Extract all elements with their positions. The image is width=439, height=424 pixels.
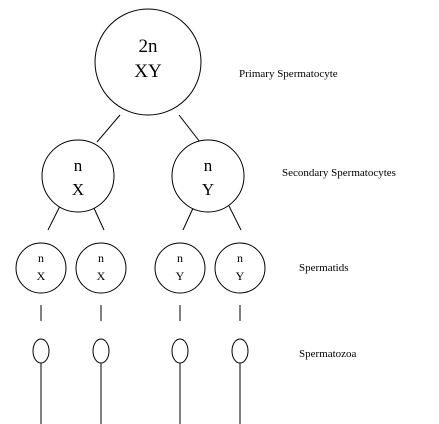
link-secondary-y-to-spermatid-3 bbox=[182, 205, 195, 231]
sperm-head bbox=[171, 338, 189, 364]
secondary-spermatocyte-circle bbox=[171, 139, 245, 213]
spermatid-circle bbox=[15, 242, 67, 294]
spermatid-ploidy: n bbox=[177, 251, 183, 265]
spermatid-4: n Y bbox=[214, 242, 266, 294]
spermatid-circle bbox=[75, 242, 127, 294]
link-primary-to-secondary-y bbox=[178, 114, 201, 143]
secondary-spermatocyte-x: n X bbox=[41, 139, 115, 213]
spermatid-chromosome: Y bbox=[176, 269, 185, 283]
secondary-ploidy: n bbox=[74, 156, 83, 175]
spermatozoon-2 bbox=[92, 338, 110, 424]
sperm-head bbox=[92, 338, 110, 364]
secondary-spermatocyte-y: n Y bbox=[171, 139, 245, 213]
label-spermatids: Spermatids bbox=[299, 262, 349, 274]
spermatozoon-1 bbox=[32, 338, 50, 424]
label-secondary-spermatocytes: Secondary Spermatocytes bbox=[282, 167, 396, 179]
spermatid-chromosome: X bbox=[37, 269, 46, 283]
primary-ploidy: 2n bbox=[139, 36, 159, 57]
primary-spermatocyte-circle bbox=[94, 8, 202, 116]
link-secondary-x-to-spermatid-2 bbox=[92, 205, 105, 231]
spermatid-ploidy: n bbox=[98, 251, 104, 265]
spermatozoon-3 bbox=[171, 338, 189, 424]
spermatid-ploidy: n bbox=[237, 251, 243, 265]
spermatid-2: n X bbox=[75, 242, 127, 294]
primary-chromosomes: XY bbox=[134, 61, 162, 82]
spermatozoon-4 bbox=[231, 338, 249, 424]
spermatid-circle bbox=[154, 242, 206, 294]
spermatid-chromosome: Y bbox=[236, 269, 245, 283]
label-spermatozoa: Spermatozoa bbox=[299, 348, 357, 360]
link-primary-to-secondary-x bbox=[96, 114, 121, 143]
spermatid-3: n Y bbox=[154, 242, 206, 294]
spermatid-circle bbox=[214, 242, 266, 294]
link-secondary-y-to-spermatid-4 bbox=[228, 205, 242, 231]
spermatid-ploidy: n bbox=[38, 251, 44, 265]
sperm-head bbox=[32, 338, 50, 364]
label-primary-spermatocyte: Primary Spermatocyte bbox=[239, 68, 338, 80]
link-secondary-x-to-spermatid-1 bbox=[47, 205, 61, 231]
primary-spermatocyte: 2n XY bbox=[94, 8, 202, 116]
secondary-ploidy: n bbox=[204, 156, 213, 175]
secondary-chromosome: X bbox=[72, 180, 84, 199]
secondary-spermatocyte-circle bbox=[41, 139, 115, 213]
spermatid-1: n X bbox=[15, 242, 67, 294]
sperm-head bbox=[231, 338, 249, 364]
secondary-chromosome: Y bbox=[202, 180, 214, 199]
spermatid-chromosome: X bbox=[97, 269, 106, 283]
